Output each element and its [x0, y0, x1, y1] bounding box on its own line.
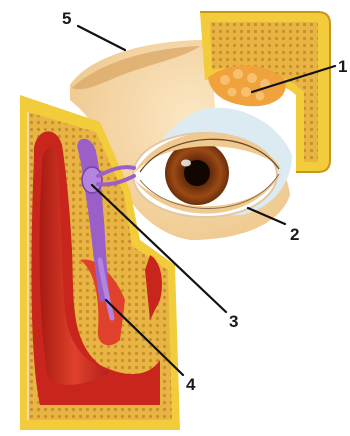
callout-label-5: 5: [62, 9, 71, 28]
callout-label-4: 4: [186, 375, 196, 394]
leader-line-5: [78, 26, 125, 50]
callout-label-1: 1: [338, 57, 347, 76]
callout-label-3: 3: [229, 312, 238, 331]
callout-label-2: 2: [290, 225, 299, 244]
